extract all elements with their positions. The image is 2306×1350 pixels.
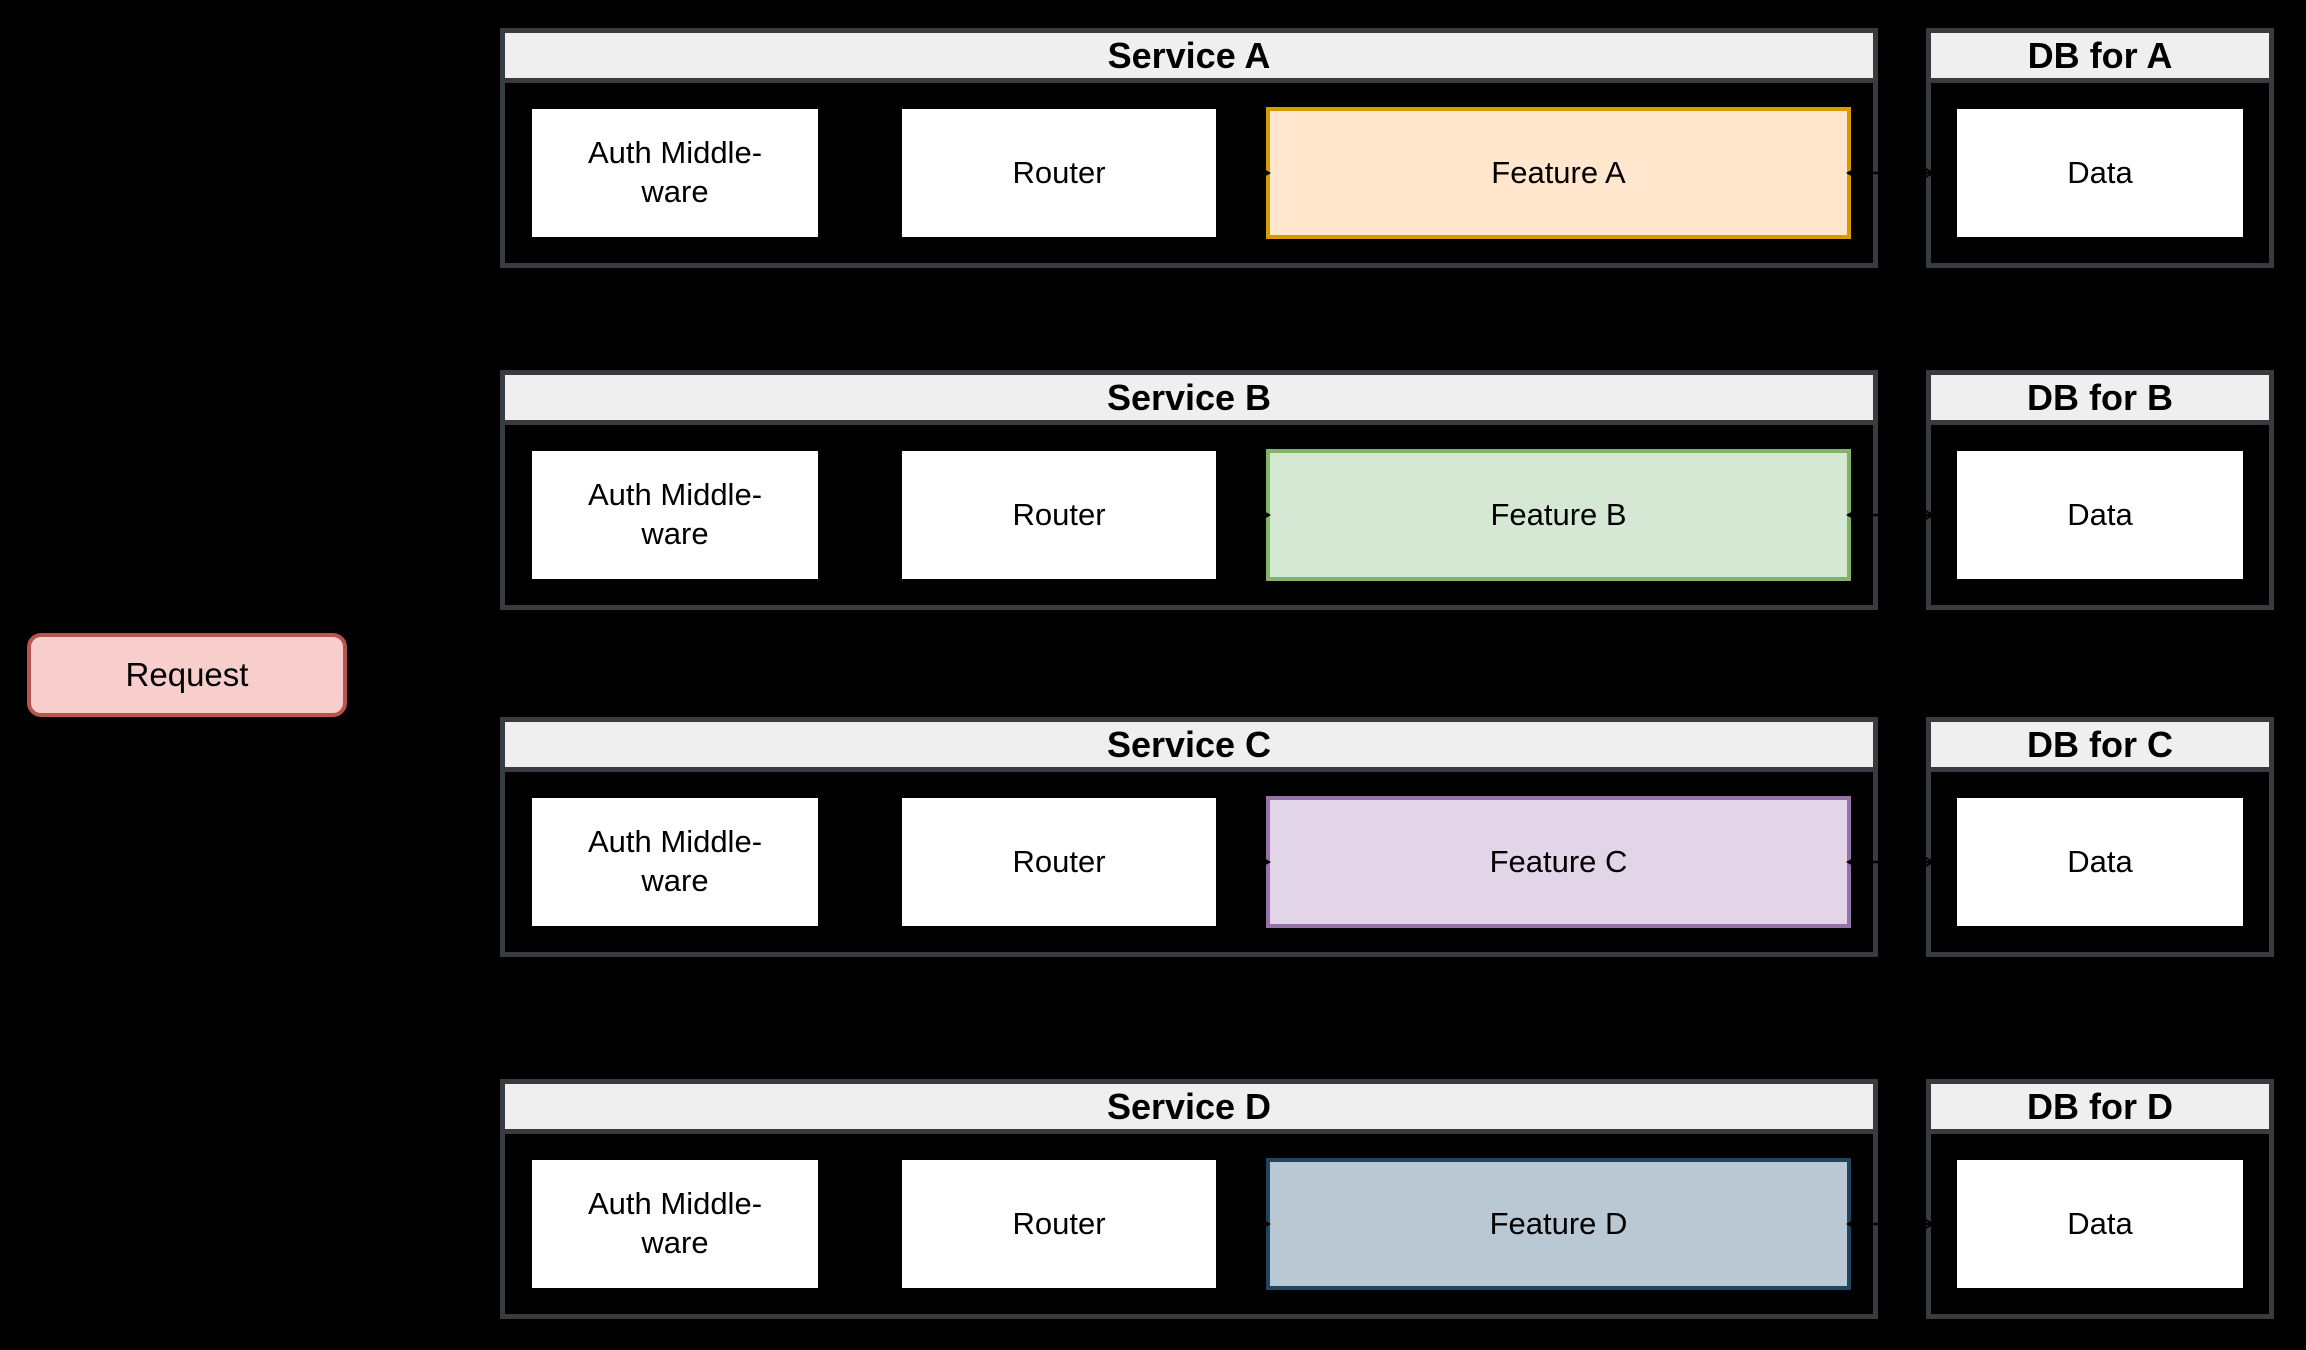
feature-node-d: Feature D	[1266, 1158, 1851, 1290]
data-node: Data	[1955, 107, 2245, 239]
db-title: DB for B	[2027, 376, 2173, 418]
router-node: Router	[900, 107, 1218, 239]
db-header: DB for B	[1931, 375, 2269, 425]
router-label: Router	[1012, 843, 1106, 879]
service-container-d: Service D Auth Middle-ware Router Featur…	[500, 1079, 1878, 1319]
data-node: Data	[1955, 796, 2245, 928]
service-container-b: Service B Auth Middle-ware Router Featur…	[500, 370, 1878, 610]
auth-middleware-node: Auth Middle-ware	[530, 107, 820, 239]
feature-label: Feature A	[1491, 154, 1626, 190]
service-title: Service B	[1106, 376, 1272, 418]
db-container-b: DB for B Data	[1926, 370, 2274, 610]
service-title: Service C	[1106, 723, 1272, 765]
auth-middleware-node: Auth Middle-ware	[530, 796, 820, 928]
router-node: Router	[900, 449, 1218, 581]
db-header: DB for D	[1931, 1084, 2269, 1134]
feature-label: Feature B	[1490, 496, 1627, 532]
db-title: DB for C	[2027, 723, 2173, 765]
db-container-c: DB for C Data	[1926, 717, 2274, 957]
data-label: Data	[2067, 843, 2133, 879]
db-body: Data	[1931, 772, 2269, 952]
db-container-a: DB for A Data	[1926, 28, 2274, 268]
db-title: DB for D	[2027, 1085, 2173, 1127]
feature-label: Feature C	[1489, 843, 1628, 879]
service-header: Service D	[505, 1084, 1873, 1134]
router-label: Router	[1012, 1205, 1106, 1241]
router-node: Router	[900, 796, 1218, 928]
db-body: Data	[1931, 1134, 2269, 1314]
request-node: Request	[27, 633, 347, 717]
request-label: Request	[125, 656, 249, 693]
connector-request-service-b	[350, 514, 499, 676]
service-header: Service A	[505, 33, 1873, 83]
router-label: Router	[1012, 496, 1106, 532]
connector-request-service-d	[349, 674, 500, 1225]
feature-node-c: Feature C	[1266, 796, 1851, 928]
service-body: Auth Middle-ware Router Feature C	[505, 772, 1873, 952]
db-header: DB for A	[1931, 33, 2269, 83]
service-body: Auth Middle-ware Router Feature B	[505, 425, 1873, 605]
data-node: Data	[1955, 449, 2245, 581]
feature-node-b: Feature B	[1266, 449, 1851, 581]
data-label: Data	[2067, 154, 2133, 190]
data-label: Data	[2067, 496, 2133, 532]
auth-middleware-label: Auth Middle-ware	[587, 135, 763, 209]
connector-request-service-c	[350, 674, 499, 863]
auth-middleware-label: Auth Middle-ware	[587, 1186, 763, 1260]
service-container-c: Service C Auth Middle-ware Router Featur…	[500, 717, 1878, 957]
db-header: DB for C	[1931, 722, 2269, 772]
auth-middleware-node: Auth Middle-ware	[530, 1158, 820, 1290]
service-title: Service A	[1107, 34, 1271, 76]
service-body: Auth Middle-ware Router Feature D	[505, 1134, 1873, 1314]
db-body: Data	[1931, 425, 2269, 605]
service-header: Service C	[505, 722, 1873, 772]
connector-request-service-a	[349, 172, 500, 676]
auth-middleware-node: Auth Middle-ware	[530, 449, 820, 581]
data-label: Data	[2067, 1205, 2133, 1241]
auth-middleware-label: Auth Middle-ware	[587, 824, 763, 898]
db-title: DB for A	[2027, 34, 2173, 76]
auth-middleware-label: Auth Middle-ware	[587, 477, 763, 551]
feature-node-a: Feature A	[1266, 107, 1851, 239]
db-body: Data	[1931, 83, 2269, 263]
router-label: Router	[1012, 154, 1106, 190]
service-body: Auth Middle-ware Router Feature A	[505, 83, 1873, 263]
service-header: Service B	[505, 375, 1873, 425]
router-node: Router	[900, 1158, 1218, 1290]
service-title: Service D	[1106, 1085, 1272, 1127]
db-container-d: DB for D Data	[1926, 1079, 2274, 1319]
feature-label: Feature D	[1489, 1205, 1628, 1241]
service-container-a: Service A Auth Middle-ware Router Featur…	[500, 28, 1878, 268]
data-node: Data	[1955, 1158, 2245, 1290]
